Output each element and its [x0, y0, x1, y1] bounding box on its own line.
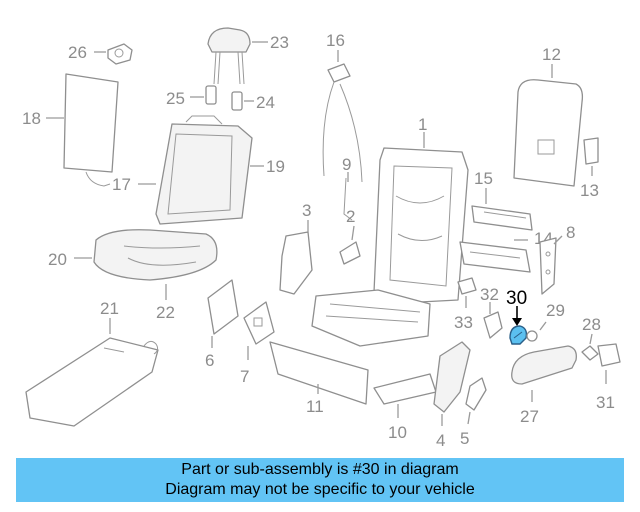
part-15-rail-cover[interactable]: [471, 205, 533, 231]
callout-30-arrow: [512, 318, 522, 326]
callout-20: 20: [48, 250, 67, 269]
part-31-end-cap[interactable]: [597, 343, 621, 367]
part-5-small-trim[interactable]: [465, 377, 487, 411]
callout-32: 32: [480, 285, 499, 304]
part-10-lower-rail[interactable]: [373, 373, 437, 405]
callout-2: 2: [346, 207, 355, 226]
callout-22: 22: [156, 303, 175, 322]
part-4-side-trim[interactable]: [433, 341, 471, 413]
callout-30: 30: [506, 288, 527, 309]
callout-10: 10: [388, 423, 407, 442]
part-8-hinge[interactable]: [539, 237, 557, 295]
exploded-parts-diagram: 26 23 25 24 18 19 17 20 22: [22, 27, 621, 450]
callout-24: 24: [256, 93, 275, 112]
callout-1: 1: [418, 115, 427, 134]
part-1-seat-frame[interactable]: [311, 147, 469, 347]
callout-18: 18: [22, 109, 41, 128]
info-banner: Part or sub-assembly is #30 in diagram D…: [16, 458, 624, 502]
callout-28: 28: [582, 315, 601, 334]
callout-27: 27: [520, 407, 539, 426]
part-2-lever[interactable]: [339, 241, 361, 265]
part-11-lower-panel[interactable]: [269, 341, 369, 405]
part-20-cushion[interactable]: [93, 229, 218, 281]
part-30-highlighted[interactable]: [509, 325, 528, 345]
part-6-side-plate[interactable]: [207, 279, 239, 335]
part-26-clip[interactable]: [107, 43, 133, 65]
part-29-pin[interactable]: [526, 330, 538, 342]
part-7-bracket[interactable]: [243, 301, 275, 345]
part-32-bracket[interactable]: [483, 311, 503, 339]
part-19-seatback-cover[interactable]: [155, 115, 253, 225]
callout-23: 23: [270, 33, 289, 52]
callout-3: 3: [302, 201, 311, 220]
callout-6: 6: [205, 351, 214, 370]
callout-26: 26: [68, 43, 87, 62]
callout-15: 15: [474, 169, 493, 188]
part-18-back-panel[interactable]: [63, 73, 119, 187]
part-28-cup-holder[interactable]: [581, 345, 599, 361]
callout-31: 31: [596, 393, 615, 412]
part-9-rod[interactable]: [343, 177, 353, 221]
part-12-back-board[interactable]: [513, 79, 584, 187]
part-3-side-bracket[interactable]: [279, 231, 313, 295]
callout-19: 19: [266, 157, 285, 176]
part-21-floor-mat[interactable]: [25, 337, 159, 427]
callout-9: 9: [342, 155, 351, 174]
callout-29: 29: [546, 301, 565, 320]
callout-11: 11: [306, 397, 324, 416]
banner-line-1: Part or sub-assembly is #30 in diagram: [181, 461, 459, 478]
callout-12: 12: [542, 45, 561, 64]
part-24-headrest-guide[interactable]: [231, 91, 243, 111]
callout-16: 16: [326, 31, 345, 50]
callout-21: 21: [100, 299, 119, 318]
callout-4: 4: [436, 431, 445, 450]
banner-line-2: Diagram may not be specific to your vehi…: [165, 481, 475, 498]
callout-33: 33: [454, 313, 473, 332]
callout-8: 8: [566, 223, 575, 242]
callout-7: 7: [240, 367, 249, 386]
callout-5: 5: [460, 429, 469, 448]
part-25-headrest-guide[interactable]: [205, 85, 217, 105]
part-27-armrest[interactable]: [511, 345, 577, 385]
callout-13: 13: [580, 181, 599, 200]
callout-25: 25: [166, 89, 185, 108]
part-16-cable[interactable]: [322, 63, 363, 183]
part-13-latch[interactable]: [583, 137, 599, 165]
part-33-clip[interactable]: [457, 277, 477, 295]
part-14-track[interactable]: [459, 241, 531, 273]
callout-17: 17: [112, 175, 131, 194]
part-23-headrest[interactable]: [207, 27, 251, 85]
